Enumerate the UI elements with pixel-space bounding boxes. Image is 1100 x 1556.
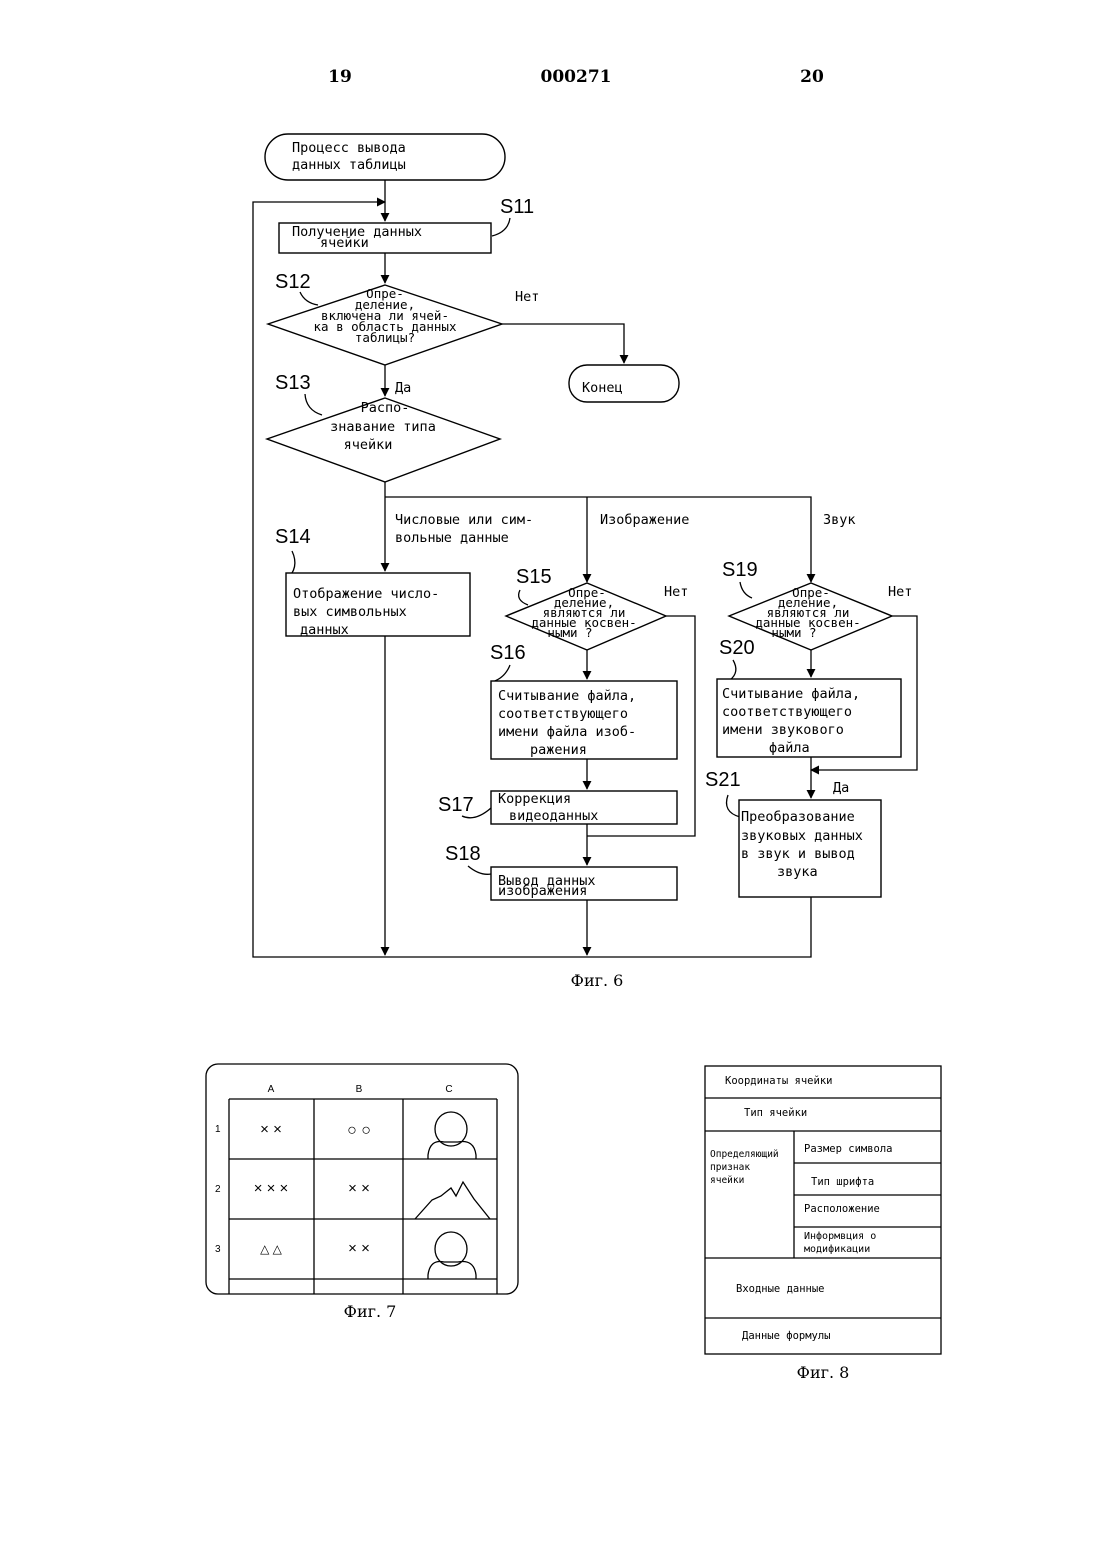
s16-line-2: соответствующего: [498, 706, 628, 722]
fig7-caption: Фиг. 7: [344, 1302, 397, 1321]
fig8-type: Тип ячейки: [744, 1107, 807, 1119]
s17-line-1: Коррекция: [498, 791, 571, 807]
s21-line-2: звуковых данных: [741, 828, 863, 844]
s11-line-2: ячейки: [320, 235, 369, 251]
fig8-attr-layout: Расположение: [804, 1203, 880, 1215]
s15-no-label: Нет: [664, 584, 688, 600]
s13-line-3: ячейки: [344, 437, 393, 453]
fig7-row-2: 2: [215, 1184, 221, 1195]
fig8-input: Входные данные: [736, 1283, 825, 1295]
s16-line-1: Считывание файла,: [498, 688, 636, 704]
branch-numeric-line-1: Числовые или сим-: [395, 512, 533, 528]
branch-sound-label: Звук: [823, 512, 856, 528]
s16-line-4: ражения: [530, 742, 587, 758]
s11-label: S11: [500, 196, 534, 218]
fig7-cell-b1: ○ ○: [347, 1122, 371, 1139]
s13-line-2: знавание типа: [330, 419, 436, 435]
s15-line-5: ными ?: [547, 625, 592, 640]
s20-label: S20: [719, 637, 755, 659]
s20-line-1: Считывание файла,: [722, 686, 860, 702]
s18-label: S18: [445, 843, 481, 865]
fig8-attr-size: Размер символа: [804, 1143, 893, 1155]
fig7-cell-a3: △ △: [260, 1242, 283, 1256]
fig7-col-c: C: [445, 1084, 452, 1095]
page-number-left: 19: [328, 67, 352, 87]
fig7-cell-b3: × ×: [348, 1240, 370, 1257]
fig6-caption: Фиг. 6: [571, 971, 624, 990]
s21-label: S21: [705, 769, 741, 791]
fig8-attr-mod-line-2: модификации: [804, 1243, 870, 1255]
s20-line-2: соответствующего: [722, 704, 852, 720]
fig7-cell-a1: × ×: [260, 1121, 282, 1138]
branch-numeric-line-2: вольные данные: [395, 530, 509, 546]
fig7-cell-a2: × × ×: [254, 1180, 289, 1197]
s21-line-1: Преобразование: [741, 809, 855, 825]
end-label: Конец: [582, 380, 623, 396]
s19-yes-label: Да: [833, 780, 849, 796]
branch-image-label: Изображение: [600, 512, 689, 528]
s18-line-2: изображения: [498, 883, 587, 899]
fig7-cell-b2: × ×: [348, 1180, 370, 1197]
s13-label: S13: [275, 372, 311, 394]
fig8-formula: Данные формулы: [742, 1330, 831, 1342]
s19-line-5: ными ?: [771, 625, 816, 640]
fig7-row-3: 3: [215, 1244, 221, 1255]
page-number-right: 20: [800, 67, 824, 87]
fig8-cell-structure: Координаты ячейки Тип ячейки Определяющи…: [705, 1066, 941, 1354]
fig8-caption: Фиг. 8: [797, 1363, 850, 1382]
s16-line-3: имени файла изоб-: [498, 724, 636, 740]
s17-label: S17: [438, 794, 474, 816]
fig7-spreadsheet: A B C 1 2 3 × × ○ ○ × × × × × △ △ × ×: [206, 1064, 518, 1294]
fig8-attr-line-3: ячейки: [710, 1175, 744, 1186]
fig8-coords: Координаты ячейки: [725, 1075, 832, 1087]
document-number: 000271: [541, 67, 612, 87]
s17-line-2: видеоданных: [509, 808, 598, 824]
s14-line-3: данных: [300, 622, 349, 638]
s20-line-3: имени звукового: [722, 722, 844, 738]
start-line-1: Процесс вывода: [292, 140, 406, 156]
start-line-2: данных таблицы: [292, 157, 406, 173]
s14-line-2: вых символьных: [293, 604, 407, 620]
s15-label: S15: [516, 566, 552, 588]
fig7-col-a: A: [268, 1084, 275, 1095]
fig7-row-1: 1: [215, 1124, 221, 1135]
fig8-attr-line-1: Определяющий: [710, 1149, 779, 1160]
s21-line-4: звука: [777, 864, 818, 880]
fig8-attr-mod-line-1: Информвция о: [804, 1230, 876, 1242]
fig8-attr-font: Тип шрифта: [811, 1176, 874, 1188]
fig6-flowchart: Процесс вывода данных таблицы S11 Получе…: [253, 134, 917, 957]
s19-label: S19: [722, 559, 758, 581]
s21-line-3: в звук и вывод: [741, 846, 855, 862]
s20-line-4: файла: [769, 740, 810, 756]
s16-label: S16: [490, 642, 526, 664]
fig8-attr-line-2: признак: [710, 1162, 750, 1173]
s12-no-label: Нет: [515, 289, 539, 305]
s19-no-label: Нет: [888, 584, 912, 600]
s14-label: S14: [275, 526, 311, 548]
s12-line-5: таблицы?: [355, 330, 415, 345]
s12-label: S12: [275, 271, 311, 293]
fig7-col-b: B: [356, 1084, 363, 1095]
s14-line-1: Отображение число-: [293, 586, 439, 602]
s12-yes-label: Да: [395, 380, 411, 396]
s13-line-1: Распо-: [361, 400, 410, 416]
